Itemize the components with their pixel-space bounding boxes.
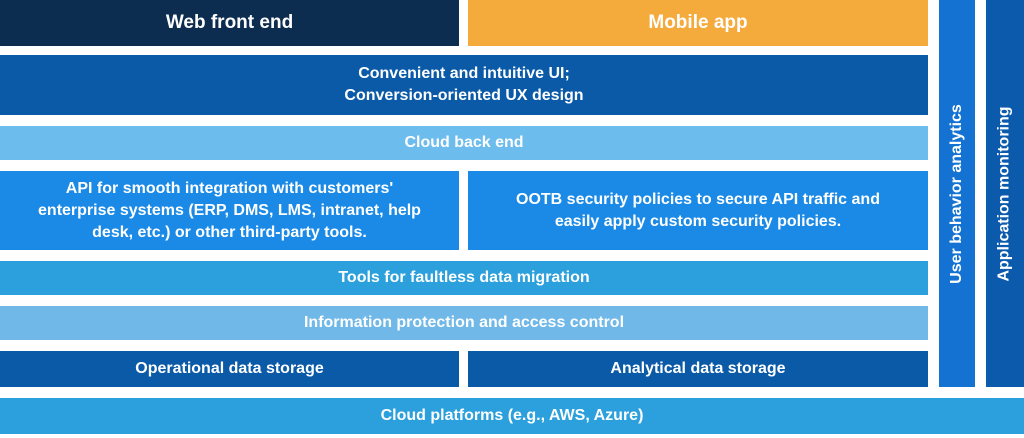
user-behavior-analytics-column: User behavior analytics	[939, 0, 975, 387]
ui-design-label: Convenient and intuitive UI; Conversion-…	[344, 65, 584, 104]
web-front-end-block: Web front end	[0, 0, 459, 46]
user-behavior-analytics-label: User behavior analytics	[948, 103, 966, 284]
operational-storage-label: Operational data storage	[135, 360, 324, 377]
security-policies-block: OOTB security policies to secure API tra…	[468, 171, 928, 250]
api-integration-block: API for smooth integration with customer…	[0, 171, 459, 250]
analytical-storage-block: Analytical data storage	[468, 351, 928, 387]
mobile-app-block: Mobile app	[468, 0, 928, 46]
operational-storage-block: Operational data storage	[0, 351, 459, 387]
security-policies-label: OOTB security policies to secure API tra…	[516, 190, 880, 230]
ui-design-block: Convenient and intuitive UI; Conversion-…	[0, 55, 928, 115]
analytical-storage-label: Analytical data storage	[610, 360, 786, 377]
application-monitoring-label: Application monitoring	[996, 105, 1013, 282]
application-monitoring-column: Application monitoring	[986, 0, 1024, 387]
web-front-end-label: Web front end	[165, 12, 294, 33]
cloud-platforms-label: Cloud platforms (e.g., AWS, Azure)	[380, 407, 644, 424]
api-integration-label: API for smooth integration with customer…	[38, 179, 421, 241]
information-protection-label: Information protection and access contro…	[303, 314, 625, 331]
cloud-back-end-label: Cloud back end	[404, 134, 524, 151]
cloud-platforms-block: Cloud platforms (e.g., AWS, Azure)	[0, 398, 1024, 434]
cloud-back-end-block: Cloud back end	[0, 126, 928, 160]
mobile-app-label: Mobile app	[648, 12, 748, 33]
data-migration-block: Tools for faultless data migration	[0, 261, 928, 295]
data-migration-label: Tools for faultless data migration	[338, 269, 590, 286]
information-protection-block: Information protection and access contro…	[0, 306, 928, 340]
